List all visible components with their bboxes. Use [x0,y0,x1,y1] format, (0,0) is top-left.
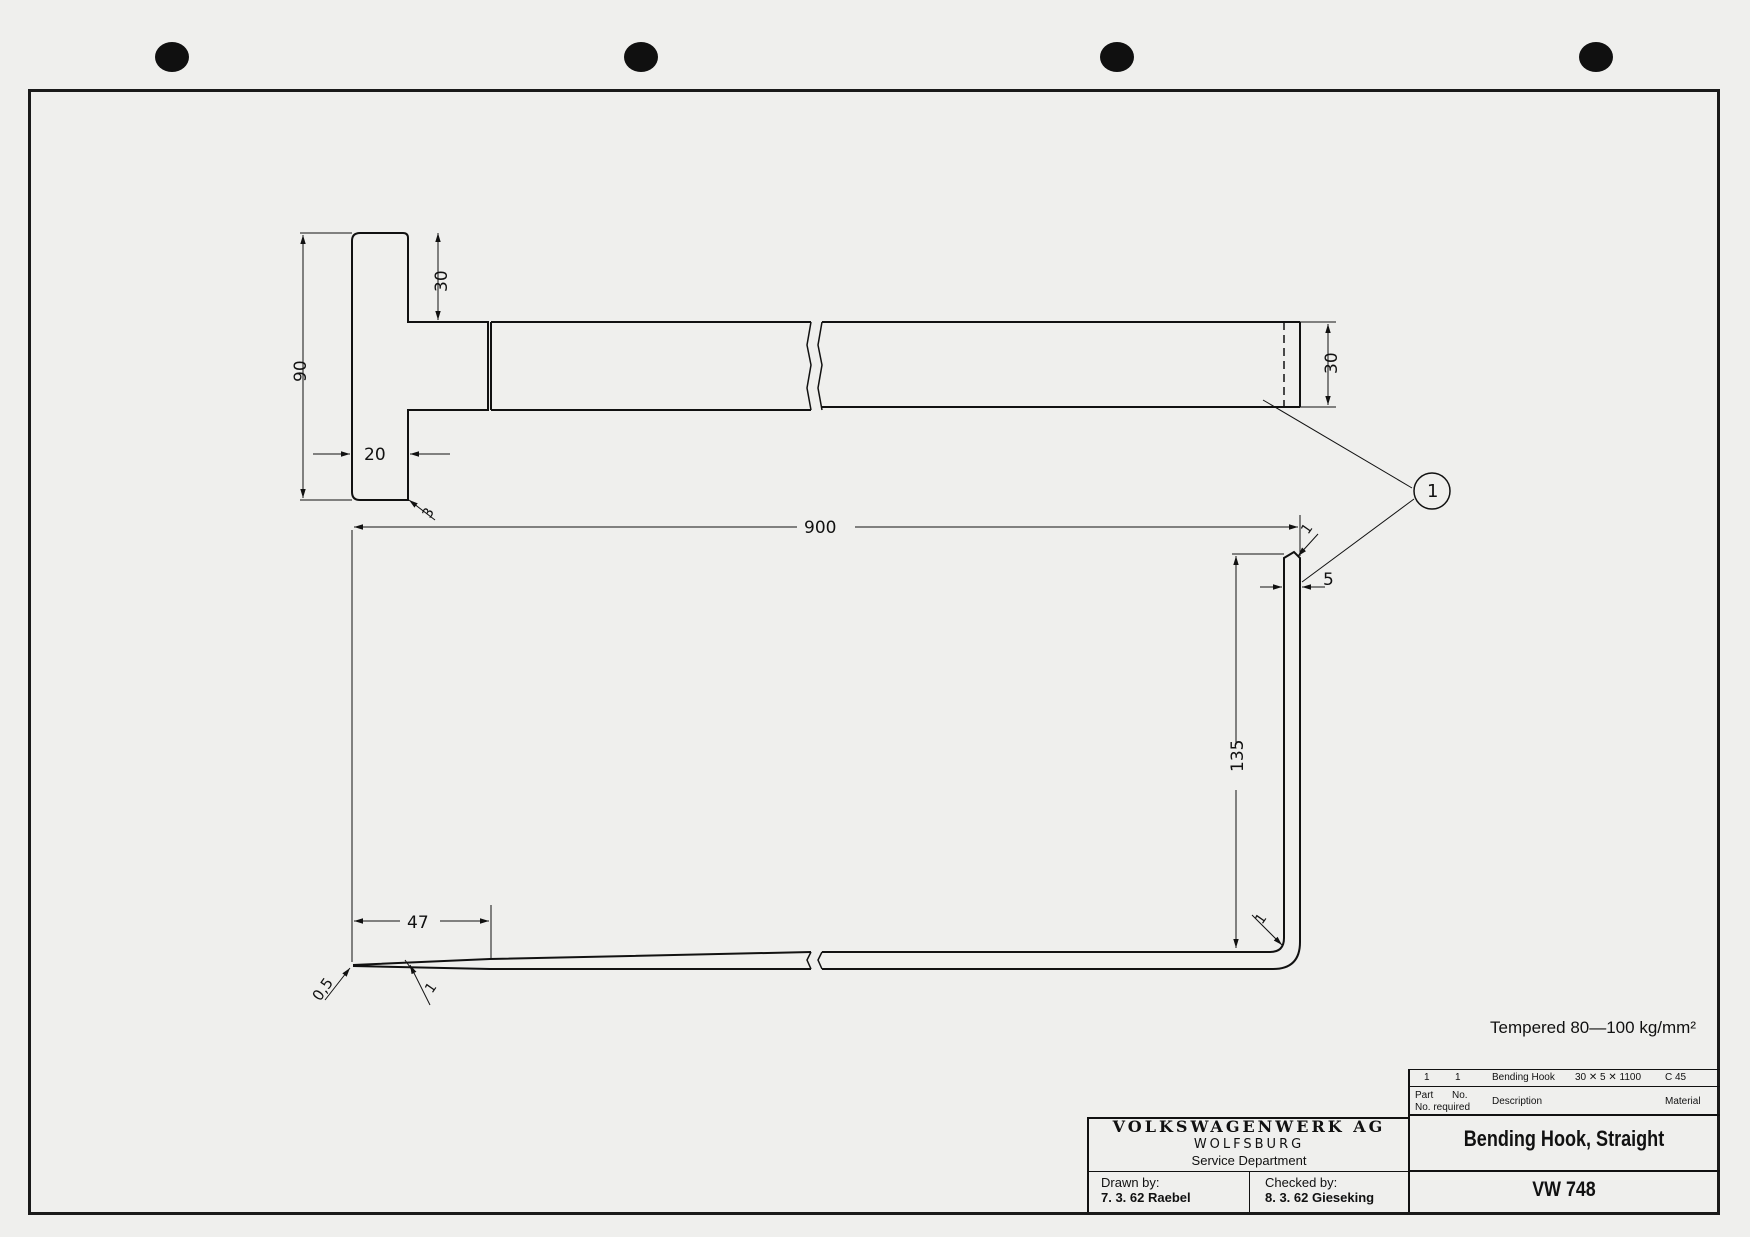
drawn-by-value: 7. 3. 62 Raebel [1101,1190,1191,1205]
drawn-by-label: Drawn by: [1101,1175,1160,1190]
dim-bar-height: 30 [1322,352,1342,374]
company-name: VOLKSWAGENWERK AG [1112,1117,1386,1136]
break-line [817,321,823,411]
drawn-by: Drawn by: 7. 3. 62 Raebel [1101,1175,1191,1205]
parts-size: 30 ✕ 5 ✕ 1100 [1575,1072,1642,1083]
title-block-divider [1408,1086,1720,1087]
dim-head-width: 20 [364,445,386,465]
title-block-border [1408,1069,1410,1212]
break-line [806,951,812,970]
title-block-divider [1087,1171,1410,1172]
break-line [817,951,823,970]
header-no-required: No. required [1415,1102,1471,1113]
company-department: Service Department [1191,1153,1307,1168]
punch-hole [1100,42,1134,72]
header-description: Description [1492,1096,1543,1107]
callout-label: 1 [1427,481,1438,502]
dim-thickness: 5 [1323,570,1334,590]
title-block-divider [1408,1170,1720,1172]
dim-leg-height: 135 [1228,740,1248,772]
title-block-divider [1249,1171,1250,1212]
dim-length: 900 [804,518,836,538]
dim-tip-radius: 1 [1298,521,1316,537]
drawing-frame [28,89,1720,1215]
title-block-border [1087,1117,1410,1119]
punch-hole [155,42,189,72]
drawing-title: Bending Hook, Straight [1463,1126,1665,1151]
title-block-border [1087,1117,1089,1212]
dim-taper-length: 47 [407,913,429,933]
header-part: Part [1415,1090,1434,1101]
dim-head-height: 90 [291,360,311,382]
break-line [806,321,812,411]
checked-by: Checked by: 8. 3. 62 Gieseking [1265,1175,1374,1205]
hook-profile [352,550,1301,970]
head-outline [351,232,489,501]
dim-head-radius: 3 [420,505,438,521]
dim-tip-thickness: 0,5 [309,974,337,1004]
parts-no-required: 1 [1455,1072,1461,1083]
title-block-divider [1408,1114,1720,1116]
title-block-border [1408,1069,1720,1070]
punch-hole [1579,42,1613,72]
company-block: VOLKSWAGENWERK AG WOLFSBURG Service Depa… [1090,1117,1408,1168]
material-note: Tempered 80—100 kg/mm² [1490,1018,1696,1037]
dim-head-offset: 30 [432,270,452,292]
punch-hole [624,42,658,72]
callout-circle [1413,472,1451,510]
drawing-number: VW 748 [1532,1178,1596,1201]
parts-material: C 45 [1665,1072,1687,1083]
parts-description: Bending Hook [1492,1072,1555,1083]
header-material: Material [1665,1096,1701,1107]
dim-bend-radius: 1 [1252,911,1270,927]
checked-by-value: 8. 3. 62 Gieseking [1265,1190,1375,1205]
company-city: WOLFSBURG [1193,1137,1305,1152]
checked-by-label: Checked by: [1265,1175,1338,1190]
parts-part-no: 1 [1424,1072,1430,1083]
header-no: No. [1452,1090,1468,1101]
